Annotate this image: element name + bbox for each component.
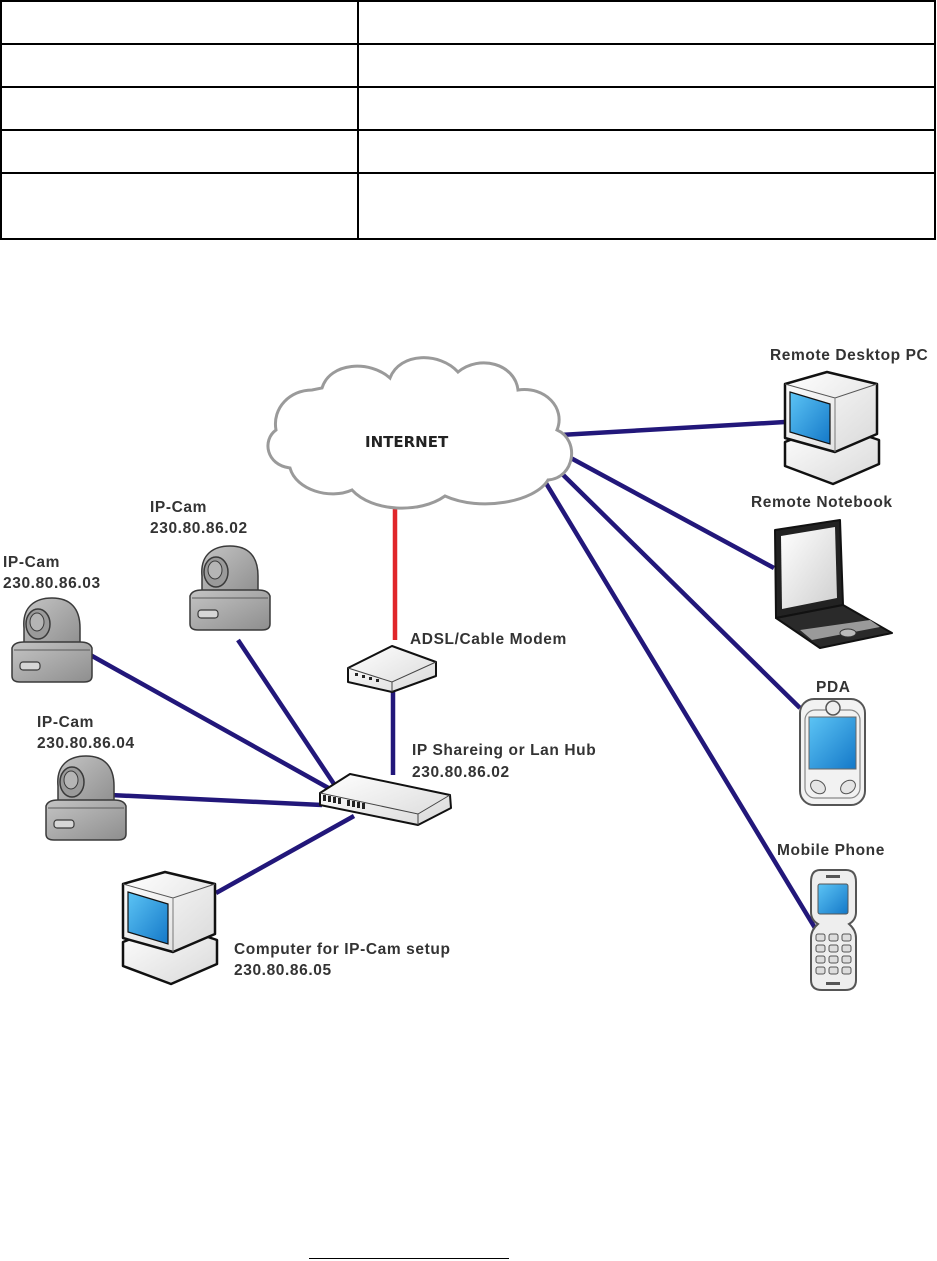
table-row <box>0 43 936 88</box>
mobile-phone-icon <box>810 869 857 991</box>
setup-pc-label: Computer for IP-Cam setup <box>234 941 451 958</box>
desktop-pc-icon <box>121 870 219 986</box>
ipcam-03-label: IP-Cam <box>3 554 60 571</box>
remote-notebook-label: Remote Notebook <box>751 494 893 511</box>
modem-icon <box>347 645 437 693</box>
table-cell <box>0 0 359 45</box>
ipcam-02-label: IP-Cam <box>150 499 207 516</box>
link-cam02-hub <box>236 638 336 786</box>
ipcam-04-label: IP-Cam <box>37 714 94 731</box>
modem-label: ADSL/Cable Modem <box>410 631 567 648</box>
table-cell <box>357 0 936 45</box>
hub-label: IP Shareing or Lan Hub <box>412 742 596 759</box>
table-row <box>0 86 936 131</box>
modem-node: ADSL/Cable Modem <box>347 631 567 693</box>
ipcam-03-node: IP-Cam 230.80.86.03 <box>3 554 101 683</box>
network-diagram: INTERNET Remote Desktop PC Remote Notebo… <box>3 347 928 991</box>
setup-pc-node: Computer for IP-Cam setup 230.80.86.05 <box>121 870 451 986</box>
pda-label: PDA <box>816 679 851 696</box>
internet-label: INTERNET <box>365 433 449 451</box>
table-cell <box>357 129 936 174</box>
link-internet-notebook <box>554 448 776 570</box>
spec-table <box>0 0 936 240</box>
switch-icon <box>319 773 452 826</box>
table-cell <box>0 43 359 88</box>
ipcam-02-node: IP-Cam 230.80.86.02 <box>150 499 271 631</box>
ipcam-02-ip: 230.80.86.02 <box>150 520 248 537</box>
notebook-icon <box>774 519 893 649</box>
mobile-phone-node: Mobile Phone <box>777 842 885 991</box>
hub-node: IP Shareing or Lan Hub 230.80.86.02 <box>319 742 596 826</box>
table-cell <box>357 86 936 131</box>
table-row <box>0 172 936 240</box>
ip-camera-icon <box>11 597 93 683</box>
link-setuppc-hub <box>214 814 356 895</box>
remote-notebook-node: Remote Notebook <box>751 494 893 649</box>
ipcam-03-ip: 230.80.86.03 <box>3 575 101 592</box>
remote-pc-label: Remote Desktop PC <box>770 347 928 364</box>
remote-pc-node: Remote Desktop PC <box>770 347 928 486</box>
link-cam03-hub <box>83 650 334 792</box>
table-cell <box>357 43 936 88</box>
ip-camera-icon <box>45 755 127 841</box>
setup-pc-ip: 230.80.86.05 <box>234 962 332 979</box>
table-row <box>0 0 936 45</box>
table-cell <box>0 129 359 174</box>
hub-ip: 230.80.86.02 <box>412 764 510 781</box>
link-internet-pda <box>546 458 802 710</box>
ip-camera-icon <box>189 545 271 631</box>
mobile-phone-label: Mobile Phone <box>777 842 885 859</box>
footnote-separator <box>309 1258 509 1259</box>
table-cell <box>0 86 359 131</box>
link-internet-remote-pc <box>559 419 786 438</box>
link-internet-mobile <box>536 468 817 930</box>
internet-cloud: INTERNET <box>266 356 574 510</box>
ipcam-04-ip: 230.80.86.04 <box>37 735 135 752</box>
table-cell <box>357 172 936 240</box>
pda-node: PDA <box>799 679 866 806</box>
ipcam-04-node: IP-Cam 230.80.86.04 <box>37 714 135 841</box>
table-row <box>0 129 936 174</box>
desktop-pc-icon <box>783 370 881 486</box>
network-links <box>83 419 817 930</box>
table-cell <box>0 172 359 240</box>
link-cam04-hub <box>109 792 323 808</box>
pda-icon <box>799 698 866 806</box>
